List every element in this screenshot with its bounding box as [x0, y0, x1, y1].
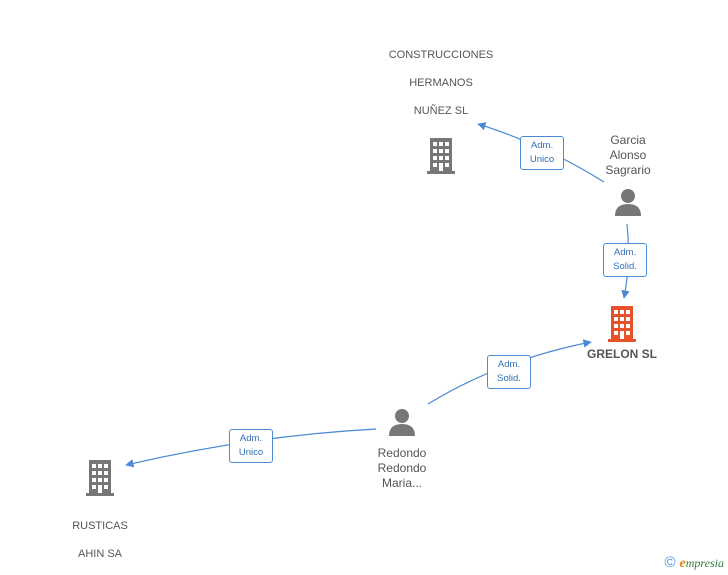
- node-label-line: AHIN SA: [77, 548, 122, 560]
- edge-label-line: Adm.: [239, 433, 263, 444]
- node-label-line: Garcia: [610, 133, 646, 147]
- node-label-line: Alonso: [609, 148, 647, 162]
- footer-brand[interactable]: ©empresia: [664, 554, 724, 572]
- brand-logo: empresia: [679, 556, 724, 571]
- edge-label-line: Adm.: [497, 359, 521, 370]
- node-label-line: NUÑEZ SL: [413, 105, 469, 117]
- building-icon: [427, 138, 455, 174]
- node-label: RUSTICAS AHIN SA: [60, 505, 140, 575]
- person-icon: [615, 189, 641, 216]
- node-label-line: RUSTICAS: [72, 520, 128, 532]
- edge-label-line: Unico: [238, 447, 264, 458]
- node-grelon-sl[interactable]: GRELON SL: [582, 306, 662, 361]
- node-label-line: HERMANOS: [409, 77, 473, 89]
- building-icon: [608, 306, 636, 342]
- edge-label-line: Solid.: [497, 373, 521, 384]
- node-rusticas-ahin-sa[interactable]: RUSTICAS AHIN SA: [60, 460, 140, 575]
- node-redondo-redondo-maria[interactable]: Redondo Redondo Maria...: [362, 407, 442, 491]
- edge-label-redondo-rusticas: Adm. Unico: [229, 429, 273, 463]
- edge-label-garcia-construcciones: Adm. Unico: [520, 136, 564, 170]
- brand-logo-e: e: [679, 556, 686, 571]
- edge-label-line: Solid.: [613, 261, 637, 272]
- node-label-line: Sagrario: [605, 163, 651, 177]
- building-icon: [86, 460, 114, 496]
- node-garcia-alonso-sagrario[interactable]: Garcia Alonso Sagrario: [588, 133, 668, 222]
- node-label-line: Redondo: [377, 461, 427, 475]
- brand-logo-rest: mpresia: [685, 556, 724, 570]
- edge-label-line: Adm.: [613, 247, 637, 258]
- node-label: Garcia Alonso Sagrario: [588, 133, 668, 178]
- node-label: CONSTRUCCIONES HERMANOS NUÑEZ SL: [380, 34, 502, 132]
- edge-label-redondo-grelon: Adm. Solid.: [487, 355, 531, 389]
- node-label: Redondo Redondo Maria...: [362, 446, 442, 491]
- node-label-line: CONSTRUCCIONES: [388, 49, 494, 61]
- edge-label-garcia-grelon: Adm. Solid.: [603, 243, 647, 277]
- node-label-line: Maria...: [381, 476, 422, 490]
- person-icon: [389, 409, 415, 436]
- copyright-icon: ©: [664, 554, 676, 571]
- node-label: GRELON SL: [586, 347, 657, 361]
- node-construcciones-hermanos-nunez[interactable]: CONSTRUCCIONES HERMANOS NUÑEZ SL: [380, 34, 502, 179]
- node-label-line: Redondo: [377, 446, 427, 460]
- edge-label-line: Unico: [529, 154, 555, 165]
- edge-label-line: Adm.: [530, 140, 554, 151]
